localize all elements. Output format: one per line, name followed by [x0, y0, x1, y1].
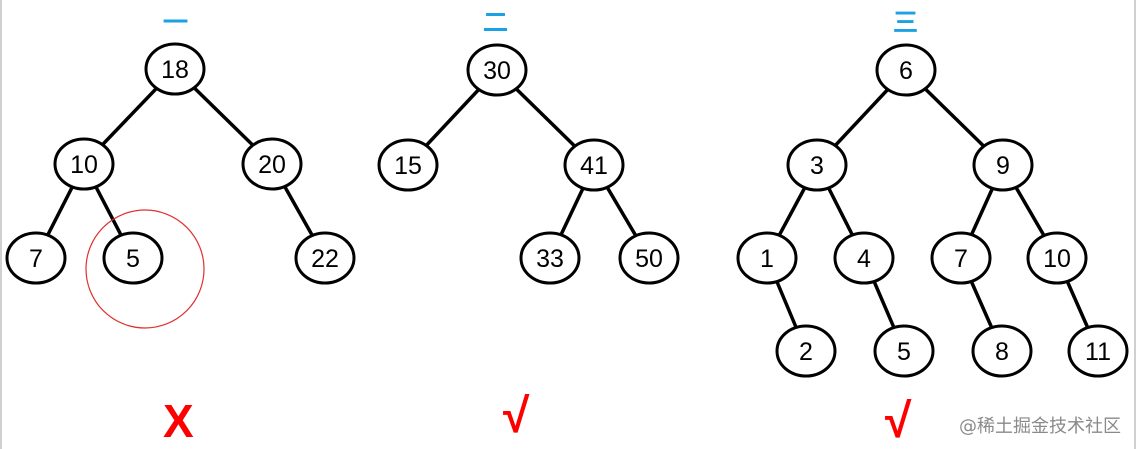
tree-3-node-2: 2 [775, 324, 837, 378]
node-label: 41 [580, 152, 608, 180]
edges-layer [34, 67, 1100, 352]
node-circle [930, 231, 992, 285]
tree-3-node-8: 8 [971, 324, 1033, 378]
node-circle [618, 231, 680, 285]
node-circle [5, 231, 67, 285]
node-label: 9 [996, 152, 1010, 180]
node-circle [519, 231, 581, 285]
node-label: 15 [394, 152, 422, 180]
node-label: 3 [810, 152, 824, 180]
node-label: 10 [1043, 245, 1071, 273]
node-label: 18 [161, 56, 189, 84]
node-label: 8 [995, 338, 1009, 366]
tree-1-node-20: 20 [241, 137, 303, 191]
node-label: 11 [1085, 338, 1111, 366]
tree-3-node-3: 3 [786, 138, 848, 192]
tree-1-verdict: X [163, 395, 194, 447]
watermark: @稀土掘金技术社区 [959, 416, 1121, 437]
node-circle [294, 231, 356, 285]
tree-2-node-50: 50 [618, 231, 680, 285]
tree-3-verdict: √ [885, 395, 912, 448]
tree-1-node-22: 22 [294, 231, 356, 285]
right-border [1134, 0, 1136, 449]
tree-3-node-10: 10 [1026, 231, 1088, 285]
node-circle [736, 231, 798, 285]
node-circle [1026, 231, 1088, 285]
node-label: 7 [954, 245, 968, 273]
node-circle [102, 231, 164, 285]
node-label: 5 [126, 245, 140, 273]
node-label: 1 [760, 245, 774, 273]
node-circle [786, 138, 848, 192]
node-label: 30 [483, 57, 511, 85]
tree-2-node-41: 41 [563, 138, 625, 192]
node-label: 6 [899, 57, 913, 85]
node-circle [775, 324, 837, 378]
node-label: 20 [258, 151, 286, 179]
node-circle [241, 137, 303, 191]
left-border [0, 0, 2, 449]
node-circle [466, 43, 528, 97]
node-circle [1067, 324, 1129, 378]
node-label: 4 [857, 245, 871, 273]
node-label: 5 [897, 338, 911, 366]
node-circle [833, 231, 895, 285]
tree-1-node-18: 18 [144, 42, 206, 96]
node-label: 50 [635, 245, 663, 273]
tree-1-node-5: 5 [102, 231, 164, 285]
nodes-layer: 18 10 20 7 5 22 30 15 41 33 50 6 3 9 1 4 7 10 2 5 8 11 [5, 42, 1129, 378]
tree-1-node-10: 10 [53, 137, 115, 191]
node-label: 10 [70, 151, 98, 179]
highlight-layer [85, 209, 205, 329]
tree-3-node-9: 9 [972, 138, 1034, 192]
tree-2-node-33: 33 [519, 231, 581, 285]
tree-2-verdict: √ [503, 390, 530, 443]
node-circle [875, 43, 937, 97]
tree-2-node-30: 30 [466, 43, 528, 97]
node-circle [563, 138, 625, 192]
tree-2-title: 二 [483, 8, 509, 37]
node-circle [377, 138, 439, 192]
node-label: 22 [311, 245, 339, 273]
highlight-circle [85, 209, 205, 329]
tree-1-title: 一 [163, 8, 189, 37]
tree-3-node-6: 6 [875, 43, 937, 97]
tree-3-title: 三 [893, 8, 919, 37]
node-label: 33 [536, 245, 564, 273]
node-label: 7 [29, 245, 43, 273]
node-label: 2 [799, 338, 813, 366]
node-circle [144, 42, 206, 96]
node-circle [971, 324, 1033, 378]
tree-1-node-7: 7 [5, 231, 67, 285]
node-circle [873, 324, 935, 378]
tree-3-node-7: 7 [930, 231, 992, 285]
node-circle [53, 137, 115, 191]
tree-2-node-15: 15 [377, 138, 439, 192]
node-circle [972, 138, 1034, 192]
tree-3-node-4: 4 [833, 231, 895, 285]
tree-3-node-1: 1 [736, 231, 798, 285]
tree-3-node-11: 11 [1067, 324, 1129, 378]
tree-3-node-5: 5 [873, 324, 935, 378]
